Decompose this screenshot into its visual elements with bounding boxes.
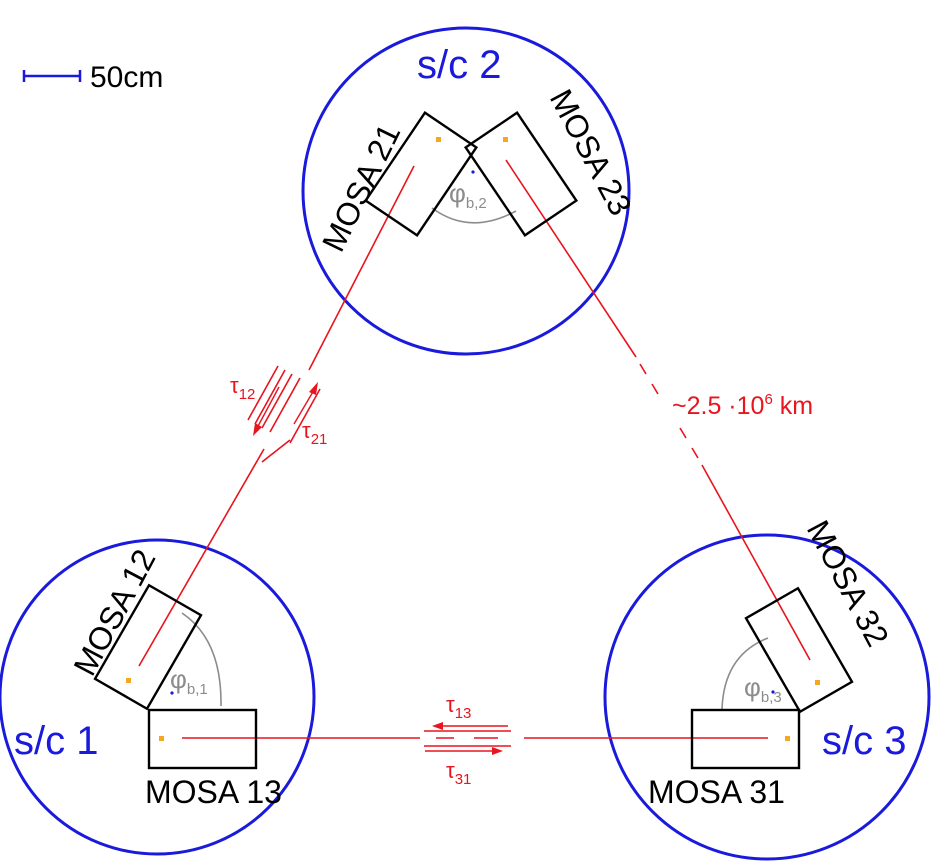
scale-bar-label: 50cm <box>90 61 163 94</box>
spacecraft-3-body <box>603 533 931 861</box>
spacecraft-3-label: s/c 3 <box>822 719 906 763</box>
spacecraft-1-body <box>0 538 316 856</box>
delay-label-tau-13: τ13 <box>446 692 471 722</box>
mosa-21-label: MOSA 21 <box>315 118 407 257</box>
laser-arm-23-dash-2 <box>651 383 659 395</box>
delay-label-tau-21: τ21 <box>302 418 327 448</box>
angle-label-b3: φb,3 <box>744 672 782 706</box>
delay-label-tau-31: τ31 <box>446 758 471 788</box>
arm-length-label: ~2.5 ·106 km <box>672 391 813 420</box>
spacecraft-2-label: s/c 2 <box>417 43 501 87</box>
delay-marks-12-21 <box>247 365 321 463</box>
mosa-21-box <box>363 111 479 237</box>
delay-marks-13-31 <box>424 730 511 747</box>
spacecraft-1-label: s/c 1 <box>14 719 98 763</box>
mosa-12-box <box>93 583 203 711</box>
laser-arm-23-dash-4 <box>691 447 699 459</box>
spacecraft-2-body <box>301 26 631 356</box>
scale-bar: 50cm <box>22 61 163 94</box>
arrow-tau-13 <box>432 722 508 730</box>
laser-arm-23-lower <box>701 464 811 661</box>
laser-arm-23-dash-3 <box>679 427 687 439</box>
laser-arm-23-upper <box>505 159 637 358</box>
test-masses <box>126 137 820 741</box>
mosa-31-box <box>690 708 801 770</box>
laser-arm-12-lower <box>138 448 265 667</box>
angle-arc-b1 <box>181 612 222 707</box>
mosa-31-label: MOSA 31 <box>648 774 785 810</box>
mosa-32-box <box>744 586 854 714</box>
mosa-23-box <box>463 111 579 237</box>
laser-arm-23-dash-1 <box>639 363 647 375</box>
angle-label-b2: φb,2 <box>449 178 487 212</box>
angle-label-b1: φb,1 <box>170 664 208 698</box>
mosa-12-label: MOSA 12 <box>66 543 162 681</box>
arrow-tau-31 <box>425 747 503 755</box>
mosa-13-box <box>147 708 258 770</box>
arrow-tau-21 <box>293 382 318 425</box>
angle-arc-b2 <box>431 207 517 224</box>
laser-links <box>138 159 811 739</box>
mosa-13-label: MOSA 13 <box>145 774 282 810</box>
delay-label-tau-12: τ12 <box>230 373 255 403</box>
laser-arm-12-upper <box>308 165 415 371</box>
arrow-tau-12 <box>253 386 280 436</box>
spacecraft-center-dots <box>170 170 775 695</box>
